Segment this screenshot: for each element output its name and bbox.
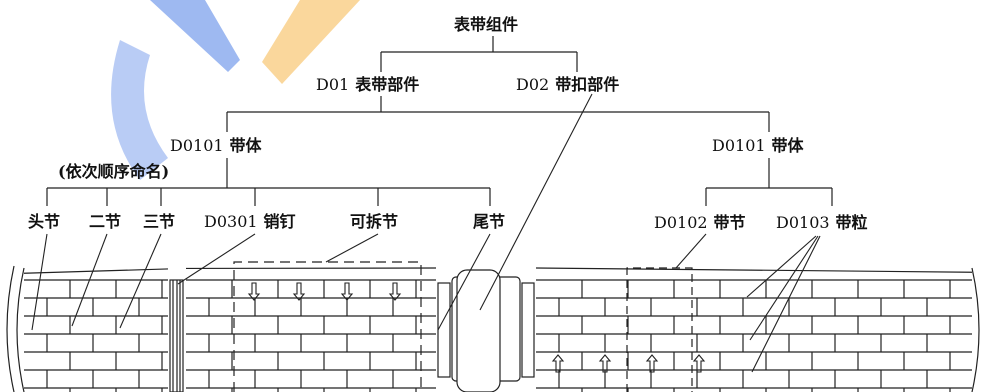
- leaf-third-link: 三节: [143, 212, 176, 231]
- leaf-second-link: 二节: [89, 212, 122, 231]
- pin-d0301: [169, 279, 184, 392]
- link-edge: [23, 268, 169, 274]
- clasp: [437, 269, 535, 392]
- part-d01-label: 表带部件: [355, 75, 420, 94]
- naming-note: (依次顺序命名): [58, 162, 170, 181]
- removable-link-box: [233, 261, 422, 392]
- part-d02: D02 带扣部件: [516, 76, 619, 94]
- leaf-pin-label: 销钉: [263, 212, 296, 231]
- leaf-band-link: D0102 带节: [654, 214, 746, 232]
- band-link-box: [626, 267, 693, 392]
- body-right-label: 带体: [771, 136, 804, 155]
- leaf-pin: D0301 销钉: [204, 213, 296, 231]
- body-left: D0101 带体: [170, 137, 262, 155]
- leaf-pin-code: D0301: [204, 212, 258, 231]
- body-left-label: 带体: [229, 136, 262, 155]
- leaf-band-bead: D0103 带粒: [776, 214, 868, 232]
- direction-arrows: [247, 282, 706, 373]
- leaf-band-link-label: 带节: [713, 213, 746, 232]
- bracelet-links: [23, 267, 973, 392]
- leaf-band-bead-label: 带粒: [835, 213, 868, 232]
- root-label: 表带组件: [454, 15, 519, 34]
- leaf-tail-link: 尾节: [473, 212, 506, 231]
- leaf-band-link-code: D0102: [654, 213, 708, 232]
- part-d02-code: D02: [516, 75, 550, 94]
- end-caps: [6, 265, 980, 392]
- leaf-band-bead-code: D0103: [776, 213, 830, 232]
- part-d01-code: D01: [316, 75, 350, 94]
- leaf-head-link: 头节: [28, 212, 61, 231]
- body-left-code: D0101: [170, 136, 224, 155]
- link-edge: [535, 267, 973, 273]
- body-right-code: D0101: [712, 136, 766, 155]
- body-right: D0101 带体: [712, 137, 804, 155]
- part-d01: D01 表带部件: [316, 76, 419, 94]
- part-d02-label: 带扣部件: [555, 75, 620, 94]
- leaf-removable-link: 可拆节: [350, 212, 399, 231]
